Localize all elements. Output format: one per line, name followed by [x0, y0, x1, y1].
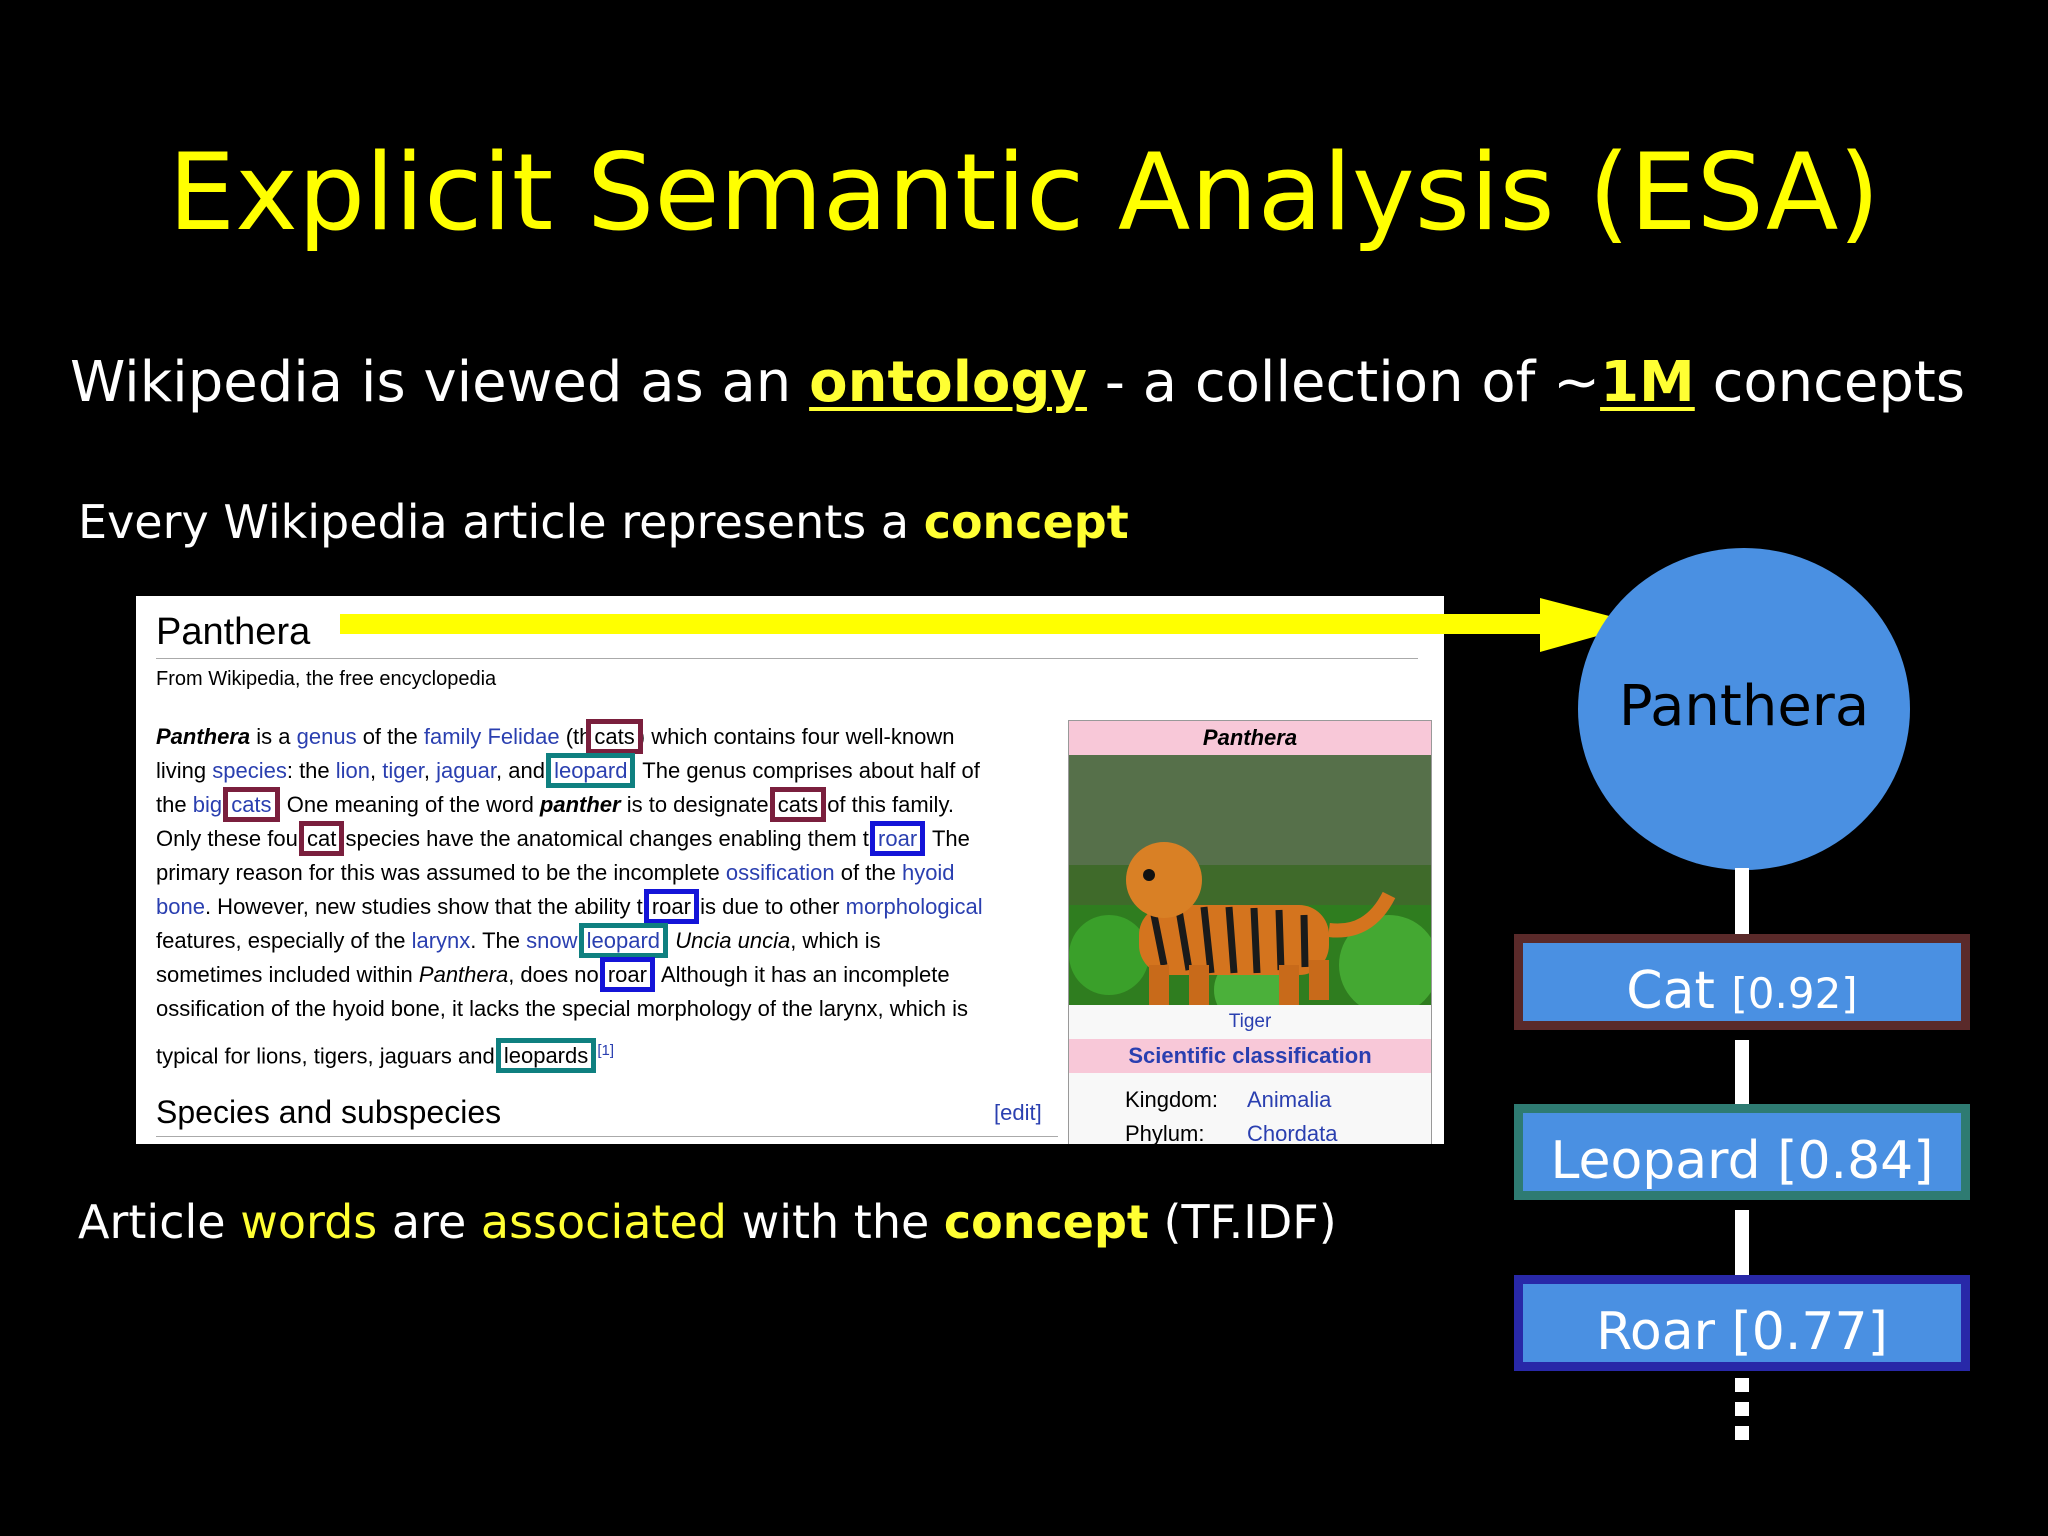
continuation-dots — [1735, 1378, 1749, 1442]
phylum-link[interactable]: Chordata — [1247, 1121, 1338, 1144]
body-line: bone. However, new studies show that the… — [156, 889, 983, 924]
concept-roar: Roar [0.77] — [1514, 1275, 1970, 1371]
concept-statement: Every Wikipedia article represents a con… — [78, 495, 1129, 549]
connector-line — [1735, 1040, 1749, 1106]
body-line: living species: the lion, tiger, jaguar,… — [156, 753, 980, 788]
concept-node — [1578, 548, 1910, 870]
body-line: Panthera is a genus of the family Felida… — [156, 719, 955, 754]
kingdom-link[interactable]: Animalia — [1247, 1087, 1332, 1112]
concept-leopard: Leopard [0.84] — [1514, 1104, 1970, 1200]
phylum-row: Phylum: Chordata — [1125, 1121, 1338, 1144]
connector-line — [1735, 1210, 1749, 1277]
infobox: Panthera Tiger Scientific classif — [1068, 720, 1432, 1144]
section-heading: Species and subspecies — [156, 1094, 502, 1130]
concept-arrow — [340, 598, 1640, 652]
body-line: ossification of the hyoid bone, it lacks… — [156, 996, 968, 1021]
tiger-image — [1069, 755, 1431, 1005]
connector-line — [1735, 868, 1749, 936]
article-title: Panthera — [156, 611, 311, 653]
body-line: primary reason for this was assumed to b… — [156, 860, 955, 885]
body-line: the big cats. One meaning of the word pa… — [156, 787, 954, 822]
article-subtitle: From Wikipedia, the free encyclopedia — [156, 668, 497, 690]
section-divider — [156, 1136, 1058, 1137]
article-body: Panthera is a genus of the family Felida… — [156, 719, 1056, 1074]
concept-cat: Cat [0.92] — [1514, 934, 1970, 1030]
body-line: features, especially of the larynx. The … — [156, 923, 881, 958]
body-line: Only these fou cat species have the anat… — [156, 821, 970, 856]
title-divider — [156, 658, 1418, 659]
slide-title: Explicit Semantic Analysis (ESA) — [168, 131, 1880, 254]
body-line: typical for lions, tigers, jaguars and l… — [156, 1038, 615, 1074]
kingdom-row: Kingdom: Animalia — [1125, 1087, 1332, 1112]
edit-link[interactable]: [edit] — [994, 1100, 1042, 1125]
image-caption[interactable]: Tiger — [1228, 1011, 1272, 1032]
scientific-classification: Scientific classification — [1069, 1039, 1431, 1073]
body-line: sometimes included within Panthera, does… — [156, 957, 950, 992]
association-statement: Article words are associated with the co… — [78, 1195, 1337, 1249]
wikipedia-article-screenshot: Panthera From Wikipedia, the free encycl… — [136, 596, 1444, 1144]
ontology-statement: Wikipedia is viewed as an ontology - a c… — [70, 350, 1966, 415]
infobox-header: Panthera — [1069, 721, 1431, 755]
concept-node-label: Panthera — [1618, 674, 1870, 739]
